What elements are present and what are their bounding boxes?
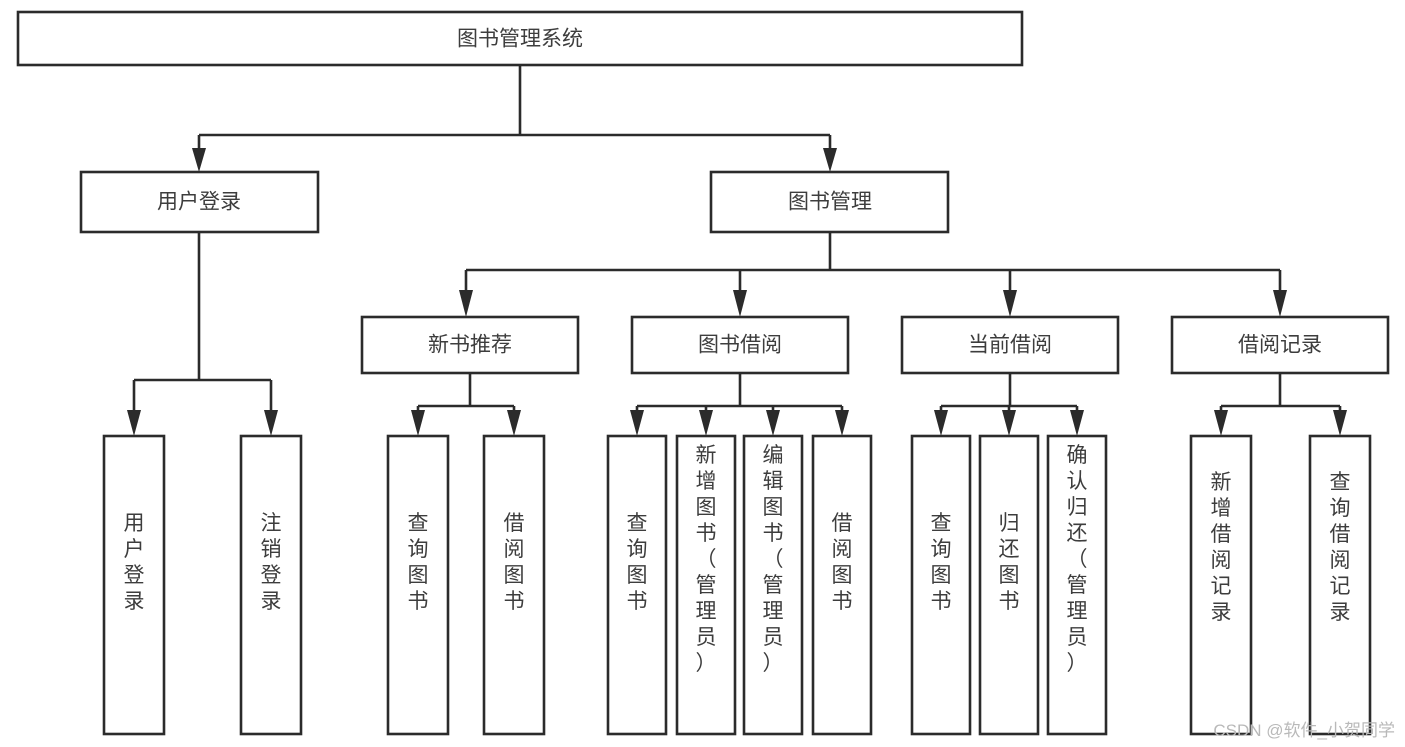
node-leaf-return-book-label: 归还图书 xyxy=(999,512,1020,613)
node-root-label: 图书管理系统 xyxy=(457,28,583,51)
arrow-head-borrow-record xyxy=(1273,290,1287,317)
node-book-borrow-label: 图书借阅 xyxy=(698,334,782,357)
node-root[interactable]: 图书管理系统 xyxy=(16,10,1024,67)
arrow-head-leaf-return-book xyxy=(1002,410,1016,436)
connector-group-current-borrow xyxy=(934,373,1084,436)
connector-group-borrow-record xyxy=(1214,373,1347,436)
node-current-borrow-box[interactable] xyxy=(900,315,1120,375)
node-leaf-edit-book-box[interactable] xyxy=(742,434,804,736)
node-leaf-query-book-3-label: 查询图书 xyxy=(931,512,952,613)
connector-group-book-manage xyxy=(459,232,1287,317)
arrow-head-leaf-query-book-1 xyxy=(411,410,425,436)
node-leaf-query-book-1-box[interactable] xyxy=(386,434,450,736)
node-book-manage-label: 图书管理 xyxy=(788,191,872,214)
arrow-head-leaf-query-book-2 xyxy=(630,410,644,436)
connector-group-user-login xyxy=(127,232,278,436)
arrow-head-book-manage xyxy=(823,148,837,172)
node-root-box[interactable] xyxy=(16,10,1024,67)
arrow-head-leaf-borrow-book-2 xyxy=(835,410,849,436)
node-leaf-query-book-1-label: 查询图书 xyxy=(408,512,429,613)
arrow-head-leaf-query-book-3 xyxy=(934,410,948,436)
arrow-head-leaf-query-record xyxy=(1333,410,1347,436)
node-book-borrow-box[interactable] xyxy=(630,315,850,375)
arrow-head-current-borrow xyxy=(1003,290,1017,317)
node-leaf-user-login-box[interactable] xyxy=(102,434,166,736)
arrow-head-leaf-user-logout xyxy=(264,410,278,436)
arrow-head-leaf-user-login xyxy=(127,410,141,436)
node-user-login-box[interactable] xyxy=(79,170,320,234)
node-leaf-query-record-label: 查询借阅记录 xyxy=(1330,471,1351,624)
arrow-head-leaf-add-book xyxy=(699,410,713,436)
node-leaf-user-login-label: 用户登录 xyxy=(124,512,145,613)
node-leaf-edit-book-label: 编辑图书（管理员） xyxy=(763,444,784,675)
connector-group-new-book-recommend xyxy=(411,373,521,436)
node-leaf-borrow-book-1[interactable]: 借阅图书 xyxy=(482,434,546,736)
arrow-head-leaf-confirm-return xyxy=(1070,410,1084,436)
node-leaf-return-book-box[interactable] xyxy=(978,434,1040,736)
node-leaf-borrow-book-1-box[interactable] xyxy=(482,434,546,736)
node-leaf-query-book-2-box[interactable] xyxy=(606,434,668,736)
node-leaf-add-book-box[interactable] xyxy=(675,434,737,736)
node-leaf-edit-book[interactable]: 编辑图书（管理员） xyxy=(742,434,804,736)
node-leaf-query-book-3[interactable]: 查询图书 xyxy=(910,434,972,736)
node-leaf-add-book-label: 新增图书（管理员） xyxy=(696,444,717,675)
arrow-head-book-borrow xyxy=(733,290,747,317)
node-leaf-borrow-book-2-box[interactable] xyxy=(811,434,873,736)
node-book-manage-box[interactable] xyxy=(709,170,950,234)
node-leaf-borrow-book-2[interactable]: 借阅图书 xyxy=(811,434,873,736)
node-leaf-query-book-2[interactable]: 查询图书 xyxy=(606,434,668,736)
node-leaf-query-record-box[interactable] xyxy=(1308,434,1372,736)
arrow-head-leaf-borrow-book-1 xyxy=(507,410,521,436)
node-new-book-recommend-box[interactable] xyxy=(360,315,580,375)
node-borrow-record-label: 借阅记录 xyxy=(1238,334,1322,357)
connector-group-book-borrow xyxy=(630,373,849,436)
node-leaf-confirm-return-label: 确认归还（管理员） xyxy=(1067,444,1088,675)
node-leaf-user-logout-box[interactable] xyxy=(239,434,303,736)
node-leaf-add-book[interactable]: 新增图书（管理员） xyxy=(675,434,737,736)
node-leaf-add-record[interactable]: 新增借阅记录 xyxy=(1189,434,1253,736)
node-current-borrow-label: 当前借阅 xyxy=(968,334,1052,357)
node-current-borrow[interactable]: 当前借阅 xyxy=(900,315,1120,375)
node-book-manage[interactable]: 图书管理 xyxy=(709,170,950,234)
node-book-borrow[interactable]: 图书借阅 xyxy=(630,315,850,375)
arrow-head-new-book-recommend xyxy=(459,290,473,317)
node-borrow-record-box[interactable] xyxy=(1170,315,1390,375)
node-new-book-recommend[interactable]: 新书推荐 xyxy=(360,315,580,375)
node-leaf-confirm-return-box[interactable] xyxy=(1046,434,1108,736)
arrow-head-leaf-edit-book xyxy=(766,410,780,436)
node-leaf-return-book[interactable]: 归还图书 xyxy=(978,434,1040,736)
watermark-text: CSDN @软件_小贺同学 xyxy=(1213,721,1395,740)
arrow-head-user-login xyxy=(192,148,206,172)
node-new-book-recommend-label: 新书推荐 xyxy=(428,334,512,357)
node-leaf-query-record[interactable]: 查询借阅记录 xyxy=(1308,434,1372,736)
node-leaf-add-record-label: 新增借阅记录 xyxy=(1211,471,1232,624)
node-leaf-query-book-3-box[interactable] xyxy=(910,434,972,736)
node-user-login[interactable]: 用户登录 xyxy=(79,170,320,234)
node-user-login-label: 用户登录 xyxy=(157,191,241,214)
node-borrow-record[interactable]: 借阅记录 xyxy=(1170,315,1390,375)
node-leaf-borrow-book-1-label: 借阅图书 xyxy=(504,512,525,613)
connector-group-root xyxy=(192,65,837,172)
node-leaf-query-book-1[interactable]: 查询图书 xyxy=(386,434,450,736)
node-leaf-user-logout[interactable]: 注销登录 xyxy=(239,434,303,736)
node-leaf-add-record-box[interactable] xyxy=(1189,434,1253,736)
node-leaf-user-logout-label: 注销登录 xyxy=(261,512,282,613)
arrow-head-leaf-add-record xyxy=(1214,410,1228,436)
node-leaf-confirm-return[interactable]: 确认归还（管理员） xyxy=(1046,434,1108,736)
node-leaf-user-login[interactable]: 用户登录 xyxy=(102,434,166,736)
node-leaf-borrow-book-2-label: 借阅图书 xyxy=(832,512,853,613)
node-leaf-query-book-2-label: 查询图书 xyxy=(627,512,648,613)
